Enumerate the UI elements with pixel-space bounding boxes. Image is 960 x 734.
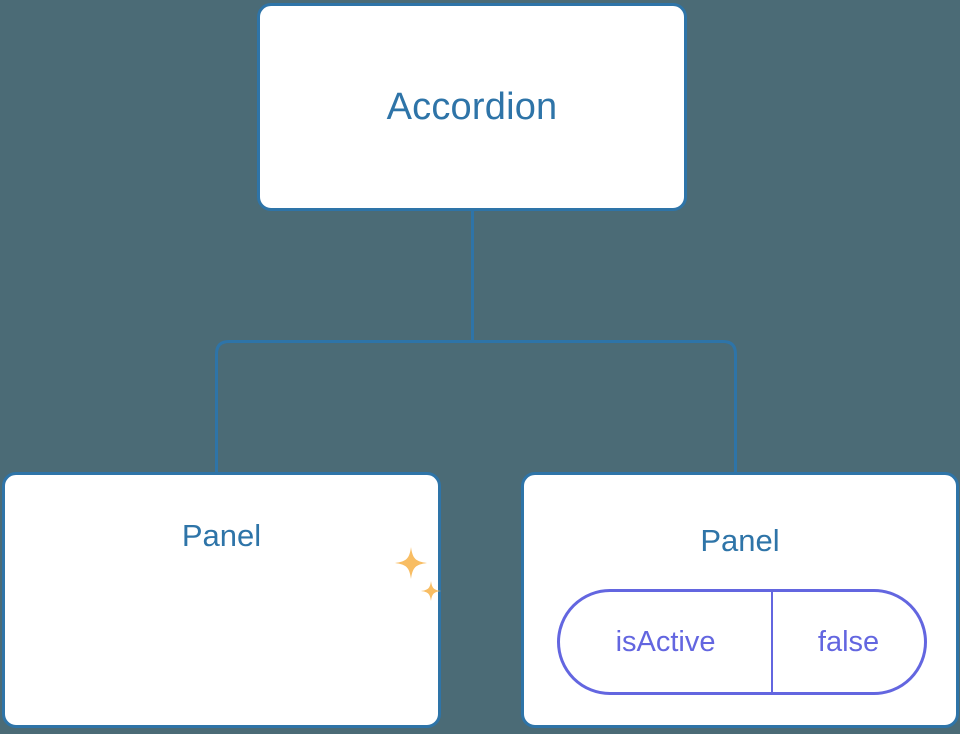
prop-pill-isactive-false[interactable]: isActive false bbox=[557, 589, 927, 695]
node-panel-active[interactable]: Panel isActive true bbox=[2, 472, 441, 728]
sparkle-small-icon bbox=[421, 581, 441, 601]
connector-branch-left bbox=[215, 340, 473, 472]
node-accordion-label: Accordion bbox=[386, 86, 558, 128]
sparkle-large-icon bbox=[395, 547, 427, 579]
sparkles-group bbox=[395, 547, 441, 601]
node-panel-inactive-label: Panel bbox=[700, 523, 780, 558]
prop-name: isActive bbox=[615, 625, 716, 658]
connector-branch-right bbox=[472, 340, 737, 472]
node-panel-active-label: Panel bbox=[181, 518, 262, 553]
prop-divider bbox=[771, 592, 774, 692]
node-panel-inactive[interactable]: Panel isActive false bbox=[521, 472, 959, 728]
prop-value: false bbox=[817, 625, 880, 658]
node-accordion[interactable]: Accordion bbox=[257, 3, 687, 211]
